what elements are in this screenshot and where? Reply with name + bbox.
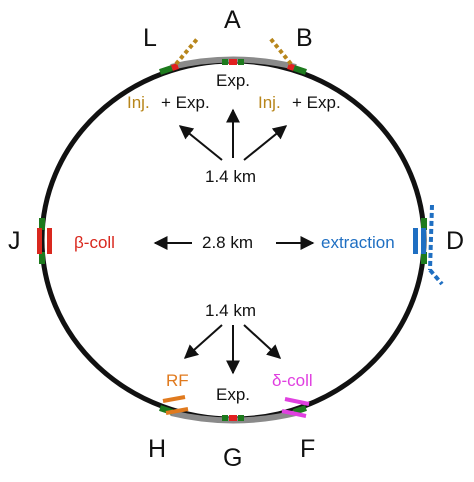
- exp-top-label: Exp.: [216, 71, 251, 90]
- delta-collimator-marker: [281, 397, 310, 418]
- rf-label: RF: [166, 371, 189, 390]
- beta-collimation-label: β-coll: [74, 233, 115, 252]
- distance-bottom-label: 1.4 km: [205, 301, 257, 320]
- injection-line-right: [268, 36, 293, 66]
- delta-collimation-label: δ-coll: [272, 371, 313, 390]
- point-label-b: B: [296, 24, 313, 52]
- distance-top-label: 1.4 km: [205, 167, 257, 186]
- point-label-a: A: [224, 6, 241, 34]
- arrow-top-left: [178, 125, 223, 161]
- point-label-j: J: [8, 227, 21, 255]
- arrow-bottom-right: [243, 324, 282, 359]
- injection-right-label: Inj.: [258, 93, 281, 112]
- arrow-bottom-left: [183, 324, 223, 359]
- point-label-f: F: [300, 435, 316, 463]
- distance-middle-label: 2.8 km: [202, 233, 254, 252]
- injection-right-exp-label: + Exp.: [292, 93, 341, 112]
- point-label-g: G: [223, 444, 243, 472]
- arrow-top-right: [243, 125, 288, 161]
- beta-collimator-marker: [37, 228, 52, 254]
- extraction-label: extraction: [321, 233, 395, 252]
- exp-bottom-label: Exp.: [216, 385, 251, 404]
- point-label-h: H: [148, 435, 167, 463]
- point-label-d: D: [446, 227, 465, 255]
- extraction-marker: [413, 204, 444, 286]
- injection-left-label: Inj.: [127, 93, 150, 112]
- point-label-l: L: [143, 24, 157, 52]
- injection-left-exp-label: + Exp.: [161, 93, 210, 112]
- magnets-top: [159, 59, 307, 75]
- rf-marker: [162, 395, 189, 415]
- injection-line-left: [174, 36, 200, 66]
